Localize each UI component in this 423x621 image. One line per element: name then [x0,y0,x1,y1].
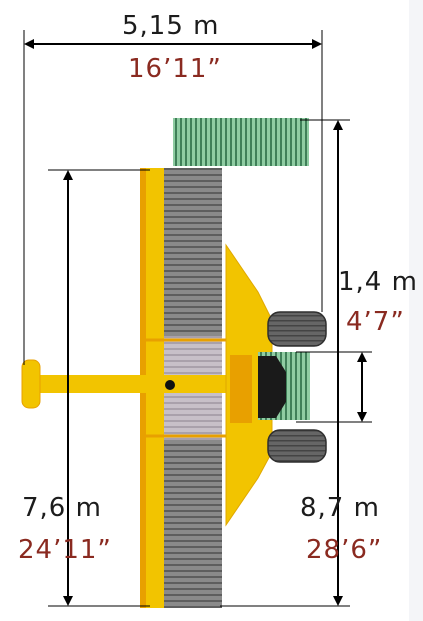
swath-guard [258,356,286,418]
rotor-upper [164,168,222,336]
page-edge-strip [409,0,423,621]
wheel-lower [267,429,327,463]
length-left-imperial-label: 24’11” [18,535,112,565]
width-metric-label: 5,15 m [122,11,220,41]
swath-top [173,118,309,166]
offset-imperial-label: 4’7” [346,307,405,337]
hitch-eye [21,359,41,409]
drawbar [40,375,238,393]
length-left-metric-label: 7,6 m [22,493,102,523]
rotor-lower [164,440,222,608]
offset-metric-label: 1,4 m [338,267,418,297]
wheel-upper [267,311,327,347]
length-right-imperial-label: 28’6” [306,535,383,565]
axle-beam [230,355,252,423]
pivot-point [165,380,175,390]
length-right-metric-label: 8,7 m [300,493,380,523]
width-imperial-label: 16’11” [128,54,222,84]
